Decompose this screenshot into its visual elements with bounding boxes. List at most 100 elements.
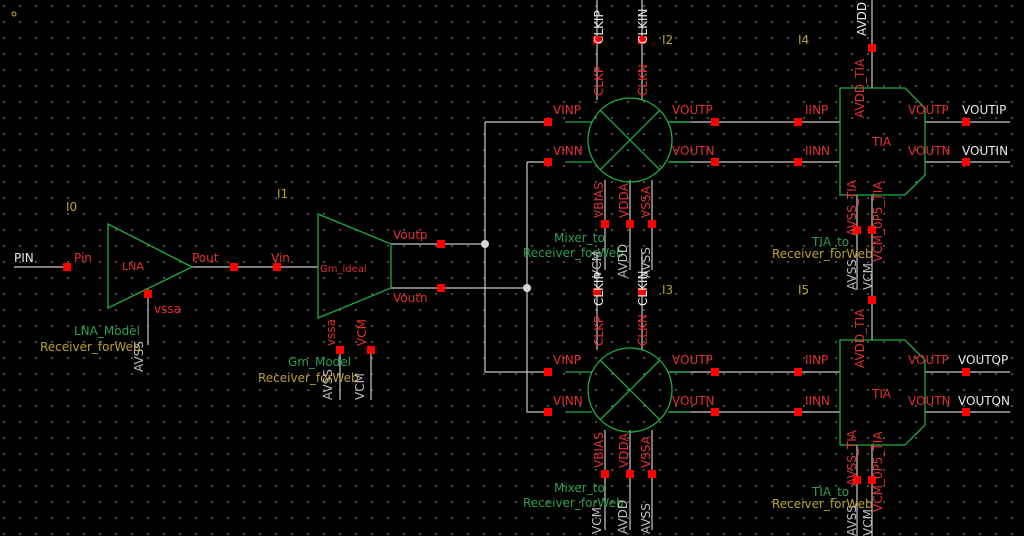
mixer-top-inst: I2	[662, 33, 673, 47]
tia-bottom-pin-iinp: IINP	[805, 353, 828, 367]
pin-marker	[638, 288, 646, 296]
mixer-bottom-inst: I3	[662, 283, 673, 297]
net-voutip-label: VOUTIP	[962, 103, 1006, 117]
pin-marker	[711, 118, 719, 126]
mixer-top-pin-vdda: VDDA	[617, 183, 631, 218]
lna-lib: Receiver_forWeb	[40, 340, 141, 354]
pin-marker	[230, 263, 238, 271]
mixer-bottom-pin-vinn: VINN	[553, 394, 583, 408]
pin-marker	[794, 408, 802, 416]
wire-vinn-bus	[526, 162, 548, 413]
pin-marker	[868, 44, 876, 52]
pin-marker	[648, 220, 656, 228]
junction-dot	[523, 284, 531, 292]
mixer-bottom-pin-voutn: VOUTN	[672, 394, 715, 408]
mixer-bottom-net-avss: AVSS	[639, 503, 653, 534]
tia-bottom-symbol[interactable]	[839, 339, 926, 446]
tia-top-cell: TIA	[871, 135, 892, 149]
tia-top-pin-avss: AVSS_TIA	[845, 179, 859, 236]
tia-top-net-avss: AVSS	[845, 259, 859, 290]
tia-top-net-vcm: VCM	[861, 263, 875, 290]
mixer-bottom-symbol[interactable]	[565, 347, 690, 433]
mixer-bottom-net-vcm: VCM	[590, 507, 604, 534]
pin-markers	[63, 36, 970, 484]
pin-marker	[626, 470, 634, 478]
net-clkin-label: CLKIN	[636, 9, 650, 44]
pin-marker	[638, 36, 646, 44]
gm-symbol[interactable]	[317, 213, 392, 319]
lna-pin-out: Pout	[192, 251, 219, 265]
mixer-top-symbol[interactable]	[565, 97, 690, 183]
pin-marker	[853, 226, 861, 234]
pin-marker	[853, 476, 861, 484]
lna-pin-in: Pin	[74, 251, 92, 265]
mixer-top-lib: Receiver_forWeb	[523, 246, 624, 260]
pin-marker	[593, 288, 601, 296]
tia-bottom-pin-voutp: VOUTP	[908, 353, 949, 367]
tia-bottom-cell: TIA	[871, 387, 892, 401]
mixer-top-pin-vinn: VINN	[553, 144, 583, 158]
tia-bottom-inst: I5	[798, 283, 809, 297]
pin-marker	[144, 290, 152, 298]
tia-top-pin-iinn: IINN	[805, 144, 830, 158]
tia-bottom-pin-avss: AVSS_TIA	[845, 429, 859, 486]
net-voutqp-label: VOUTQP	[958, 353, 1008, 367]
mixer-top-pin-vbias: VBIAS	[592, 182, 606, 218]
pin-marker	[962, 158, 970, 166]
net-voutqn-label: VOUTQN	[958, 394, 1010, 408]
tia-top-pin-vcm: VCM_0P5_TIA	[871, 181, 885, 262]
mixer-bottom-lib: Receiver_forWeb	[523, 496, 624, 510]
junction-dot	[481, 240, 489, 248]
pin-marker	[711, 158, 719, 166]
gm-inst: I1	[277, 187, 288, 201]
net-pin-label: PIN	[14, 251, 34, 265]
mixer-bottom-name: Mixer_to	[554, 481, 605, 495]
lna-pin-vss: vssa	[154, 302, 181, 316]
pin-marker	[273, 263, 281, 271]
pin-marker	[437, 284, 445, 292]
pin-marker	[626, 220, 634, 228]
pin-marker	[962, 368, 970, 376]
pin-marker	[601, 220, 609, 228]
tia-top-symbol[interactable]	[839, 87, 926, 196]
mixer-top-pin-vinp: VINP	[553, 103, 581, 117]
tia-top-pin-avdd: AVDD_TIA	[853, 58, 867, 118]
pin-marker	[437, 240, 445, 248]
pin-marker	[868, 296, 876, 304]
mixer-bottom-pin-vssa: VSSA	[639, 435, 653, 468]
mixer-top-pin-clkp: CLKP	[592, 66, 606, 96]
mixer-bottom-net-avdd: AVDD	[616, 500, 630, 534]
mixer-bottom-pin-vdda: VDDA	[617, 433, 631, 468]
mixer-bottom-pin-clkn: CLKN	[636, 314, 650, 346]
gm-pin-outp: Voutp	[393, 228, 428, 242]
gm-cell: Gm_ideal	[320, 264, 367, 275]
gm-net-vcm: VCM	[353, 373, 367, 400]
tia-bottom-pin-iinn: IINN	[805, 394, 830, 408]
pin-marker	[544, 118, 552, 126]
gm-pin-vssa: vssa	[324, 319, 338, 346]
tia-bottom-net-vcm: VCM	[861, 509, 875, 536]
pin-marker	[544, 158, 552, 166]
gm-pin-in: Vin	[271, 251, 290, 265]
tia-bottom-pin-avdd: AVDD_TIA	[853, 308, 867, 368]
mixer-bottom-pin-voutp: VOUTP	[672, 353, 713, 367]
gm-net-avss: AVSS	[321, 369, 335, 400]
pin-marker	[711, 408, 719, 416]
tia-top-name: TIA_to	[811, 235, 849, 249]
tia-bottom-pin-vcm: VCM_0P5_TIA	[871, 431, 885, 512]
pin-marker	[868, 476, 876, 484]
tia-top-lib: Receiver_forWeb	[772, 247, 873, 261]
lna-model: LNA_Model	[74, 324, 140, 338]
pin-marker	[794, 118, 802, 126]
pin-marker	[962, 118, 970, 126]
tia-bottom-lib: Receiver_forWeb	[772, 497, 873, 511]
mixer-top-net-avdd: AVDD	[616, 244, 630, 278]
pin-marker	[367, 346, 375, 354]
gm-lib: Receiver_forWeb	[258, 371, 359, 385]
pin-marker	[63, 263, 71, 271]
mixer-top-pin-vssa: VSSA	[639, 185, 653, 218]
mixer-top-net-avss: AVSS	[639, 247, 653, 278]
mixer-top-net-vcm: VCM	[590, 251, 604, 278]
